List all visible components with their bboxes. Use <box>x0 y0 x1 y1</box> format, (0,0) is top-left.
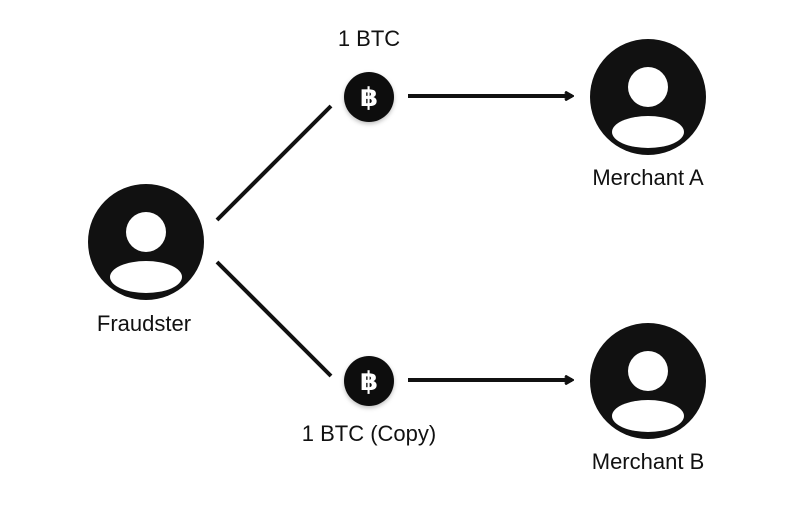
coin-top-label: 1 BTC <box>337 26 401 51</box>
merchant-a-avatar-icon <box>590 39 706 155</box>
fraudster-avatar-icon <box>88 184 204 300</box>
bitcoin-coin-bottom-icon: ฿ <box>344 356 394 406</box>
bitcoin-symbol-top: ฿ <box>360 83 378 113</box>
fraudster-to-coin-bottom-line <box>215 260 333 378</box>
bitcoin-symbol-bottom: ฿ <box>360 367 378 397</box>
fraudster-label: Fraudster <box>96 311 192 336</box>
bitcoin-coin-top-icon: ฿ <box>344 72 394 122</box>
merchant-b-avatar-icon <box>590 323 706 439</box>
fraudster-to-coin-top-line <box>215 104 333 222</box>
coin-bottom-label: 1 BTC (Copy) <box>301 421 437 446</box>
merchant-b-label: Merchant B <box>591 449 705 474</box>
merchant-a-label: Merchant A <box>592 165 704 190</box>
